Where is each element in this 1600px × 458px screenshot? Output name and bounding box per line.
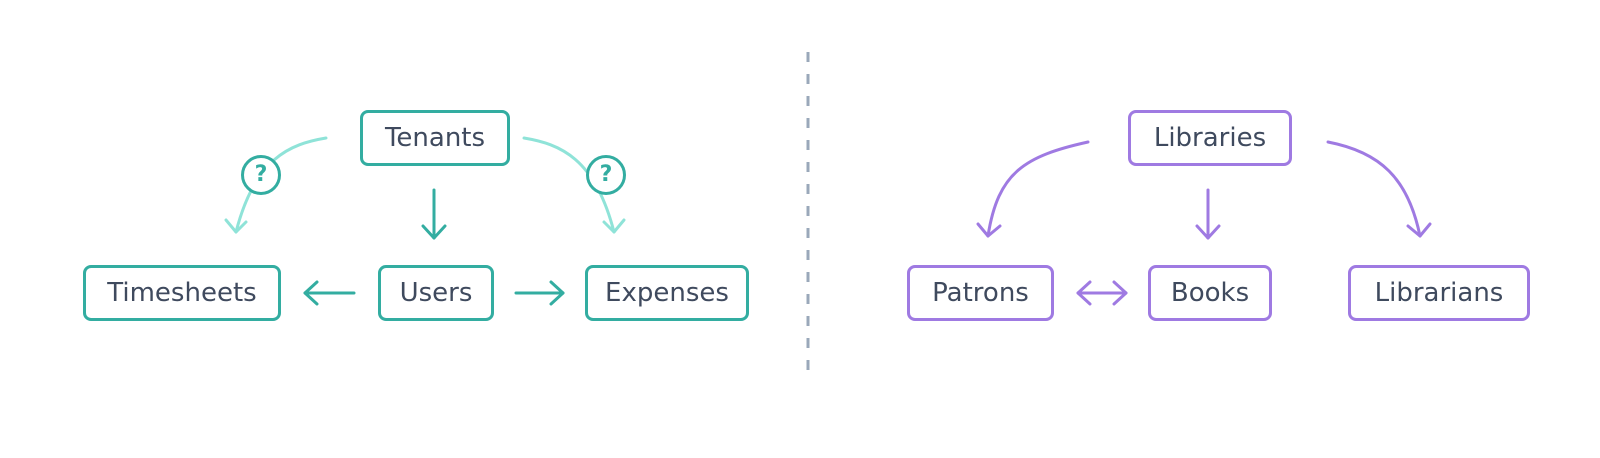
question-mark-icon-left: ? xyxy=(241,155,281,195)
arrow-libraries-to-patrons xyxy=(986,140,1090,238)
arrow-tenants-to-expenses xyxy=(522,136,616,234)
node-timesheets: Timesheets xyxy=(83,265,281,321)
question-mark-icon-right: ? xyxy=(586,155,626,195)
arrowhead-timesheets xyxy=(224,218,248,234)
arrowhead-patrons-end xyxy=(1076,280,1092,306)
arrowhead-expenses xyxy=(602,218,626,234)
arrowhead-expenses-right xyxy=(549,280,565,306)
node-books: Books xyxy=(1148,265,1272,321)
node-libraries: Libraries xyxy=(1128,110,1292,166)
arrowhead-books xyxy=(1195,224,1221,240)
arrowhead-books-end xyxy=(1112,280,1128,306)
node-librarians: Librarians xyxy=(1348,265,1530,321)
arrowhead-users xyxy=(421,224,447,240)
arrowhead-timesheets-left xyxy=(303,280,319,306)
node-patrons: Patrons xyxy=(907,265,1054,321)
arrow-libraries-to-librarians xyxy=(1326,140,1422,238)
arrowhead-patrons xyxy=(976,222,1002,238)
node-users: Users xyxy=(378,265,494,321)
node-expenses: Expenses xyxy=(585,265,749,321)
node-tenants: Tenants xyxy=(360,110,510,166)
arrowhead-librarians xyxy=(1406,222,1432,238)
